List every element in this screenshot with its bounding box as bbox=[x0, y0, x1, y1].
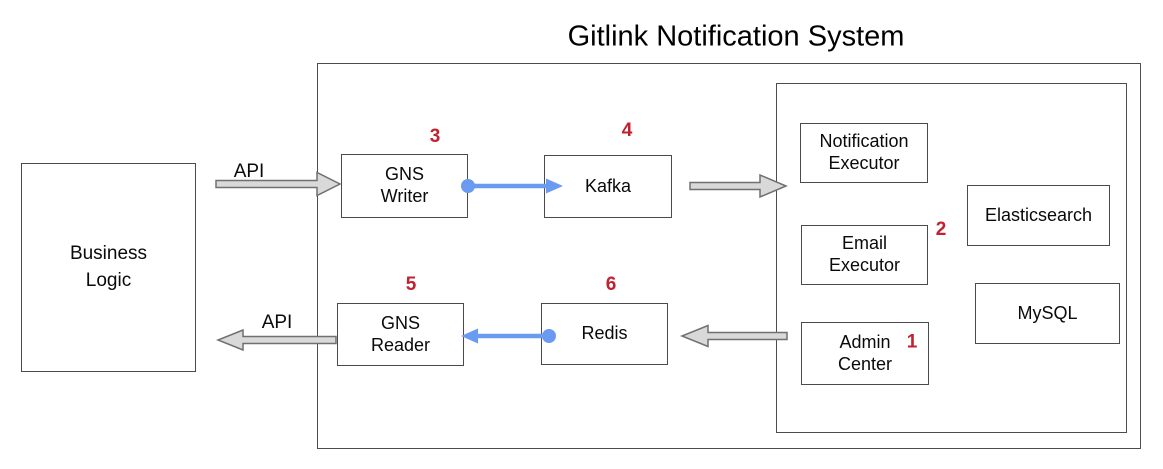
node-label-line: Email bbox=[841, 233, 887, 254]
step-marker-2: 2 bbox=[935, 219, 947, 240]
node-elasticsearch: Elasticsearch bbox=[967, 185, 1110, 246]
node-label-line: Reader bbox=[370, 334, 431, 355]
step-marker-1: 1 bbox=[906, 331, 918, 353]
node-redis: Redis bbox=[541, 303, 668, 365]
node-label-line: MySQL bbox=[1017, 302, 1078, 323]
node-kafka: Kafka bbox=[544, 155, 672, 218]
node-label-line: Center bbox=[837, 353, 893, 374]
node-label-line: Redis bbox=[581, 323, 628, 344]
node-label-line: GNS bbox=[380, 312, 420, 333]
node-email-executor: Email Executor bbox=[801, 225, 928, 285]
diagram-title: Gitlink Notification System bbox=[567, 20, 905, 53]
node-label-line: Elasticsearch bbox=[984, 204, 1093, 225]
node-business-logic: Business Logic bbox=[21, 163, 196, 372]
node-label-line: Writer bbox=[380, 186, 429, 206]
api-out-label: API bbox=[261, 312, 293, 333]
node-label-line: Notification bbox=[819, 131, 909, 152]
api-in-label: API bbox=[233, 161, 265, 182]
node-gns-writer: GNS Writer bbox=[341, 154, 468, 218]
step-marker-4: 4 bbox=[621, 120, 633, 141]
node-label-line: Logic bbox=[85, 269, 132, 291]
node-label-line: Executor bbox=[828, 255, 901, 275]
step-marker-5: 5 bbox=[405, 274, 417, 295]
node-gns-reader: GNS Reader bbox=[337, 303, 464, 366]
node-admin-center: Admin Center 1 bbox=[801, 322, 929, 385]
node-label-line: Admin bbox=[839, 331, 891, 352]
step-marker-6: 6 bbox=[605, 274, 617, 295]
node-label-line: Business bbox=[69, 242, 148, 264]
node-label-line: Kafka bbox=[584, 175, 632, 196]
node-mysql: MySQL bbox=[975, 283, 1120, 344]
node-label-line: GNS bbox=[384, 164, 424, 185]
node-notification-executor: Notification Executor bbox=[800, 123, 928, 183]
node-label-line: Executor bbox=[828, 153, 900, 173]
step-marker-3: 3 bbox=[429, 126, 441, 147]
